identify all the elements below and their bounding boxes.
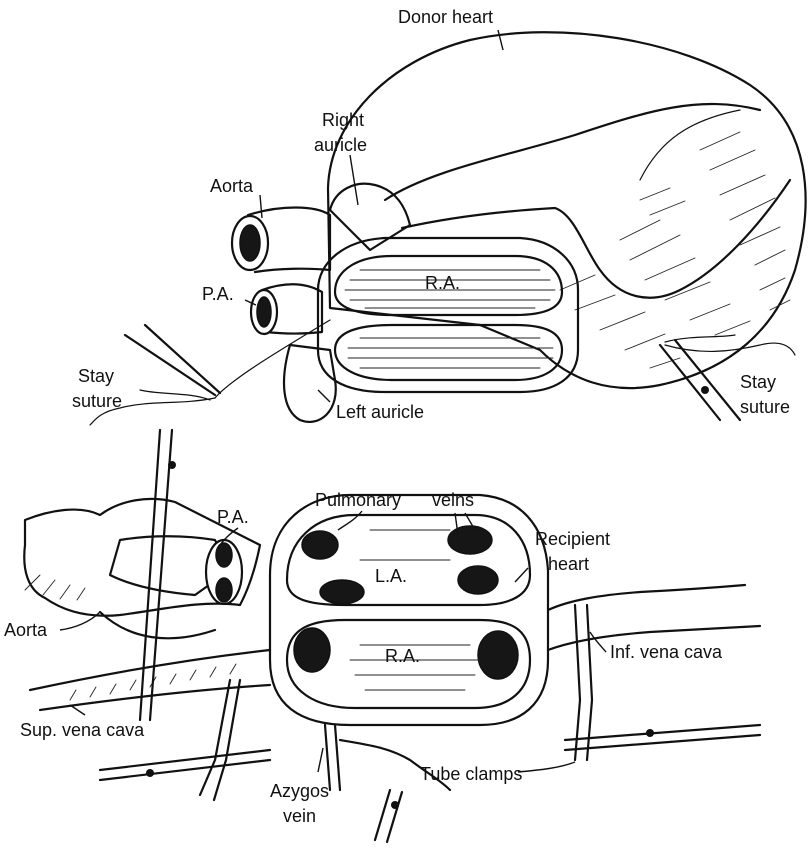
label-stay-suture-right-line2: suture	[740, 397, 790, 417]
label-stay-suture-left-line1: Stay	[78, 366, 114, 386]
donor-aorta-vessel	[232, 208, 330, 273]
svc-orifice	[294, 628, 330, 672]
donor-heart-back-contour	[640, 110, 740, 180]
pulmonary-vein-orifice-4	[458, 566, 498, 594]
label-stay-suture-left-line2: suture	[72, 391, 122, 411]
label-pa-bottom: P.A.	[217, 507, 249, 527]
label-inf-vena-cava: Inf. vena cava	[610, 642, 723, 662]
label-tube-clamps: Tube clamps	[420, 764, 522, 784]
diagram-labels: Donor heart Right auricle Aorta P.A. R.A…	[4, 7, 790, 826]
label-sup-vena-cava: Sup. vena cava	[20, 720, 145, 740]
label-ra-bottom: R.A.	[385, 646, 420, 666]
ivc-orifice	[478, 631, 518, 679]
label-la: L.A.	[375, 566, 407, 586]
recipient-atria-hatching	[350, 530, 480, 690]
label-recipient-heart-line1: Recipient	[535, 529, 610, 549]
label-pa-top: P.A.	[202, 284, 234, 304]
pulmonary-vein-orifice-2	[448, 526, 492, 554]
tube-clamp-pa	[140, 430, 176, 720]
pulmonary-vein-orifice-1	[302, 531, 338, 559]
label-pulmonary: Pulmonary	[315, 490, 401, 510]
left-auricle-shape	[284, 345, 336, 422]
label-right-auricle-line1: Right	[322, 110, 364, 130]
pulmonary-vein-orifice-3	[320, 580, 364, 604]
label-aorta-bottom: Aorta	[4, 620, 48, 640]
label-azygos-vein-line1: Azygos	[270, 781, 329, 801]
recipient-atrial-cuff	[270, 495, 548, 725]
superior-vena-cava	[30, 650, 270, 690]
donor-heart-hatching	[560, 132, 790, 368]
donor-heart-illustration	[90, 32, 806, 425]
label-left-auricle: Left auricle	[336, 402, 424, 422]
left-stay-suture	[90, 320, 330, 425]
label-veins: veins	[432, 490, 474, 510]
donor-heart-inner-contour	[385, 104, 760, 200]
label-recipient-heart-line2: heart	[548, 554, 589, 574]
label-donor-heart: Donor heart	[398, 7, 493, 27]
label-right-auricle-line2: auricle	[314, 135, 367, 155]
label-ra-top: R.A.	[425, 273, 460, 293]
recipient-aorta-hatching	[25, 575, 85, 600]
label-azygos-vein-line2: vein	[283, 806, 316, 826]
label-aorta-top: Aorta	[210, 176, 254, 196]
inferior-vena-cava	[548, 585, 745, 610]
donor-la-opening	[335, 325, 562, 380]
label-stay-suture-right-line1: Stay	[740, 372, 776, 392]
donor-pa-vessel	[251, 284, 322, 334]
